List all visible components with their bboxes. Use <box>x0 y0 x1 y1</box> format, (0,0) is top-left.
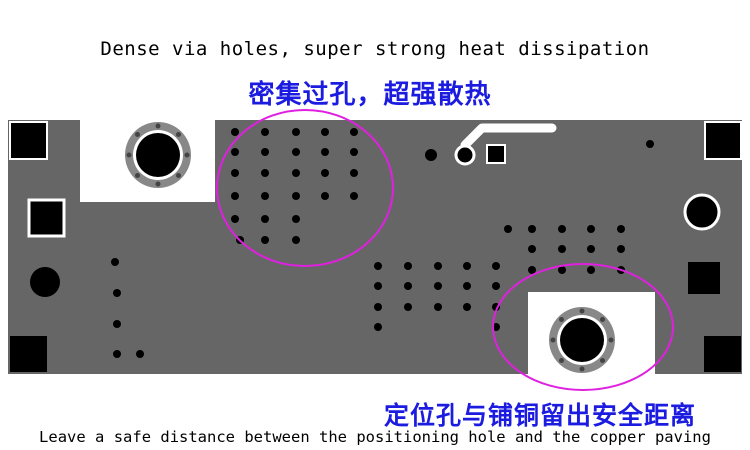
via-hole <box>558 266 566 274</box>
via-hole <box>617 245 625 253</box>
via-hole <box>528 245 536 253</box>
ring-via <box>600 316 606 322</box>
via-hole <box>350 128 358 136</box>
via-hole <box>434 262 442 270</box>
via-hole <box>231 192 239 200</box>
via-hole <box>617 225 625 233</box>
via-hole <box>261 128 269 136</box>
via-hole <box>587 245 595 253</box>
caption-dense-vias-cn: 密集过孔，超强散热 <box>248 80 492 110</box>
via-hole <box>321 169 329 177</box>
ring-via <box>608 337 614 343</box>
via-hole <box>492 282 500 290</box>
via-hole <box>292 192 300 200</box>
copper-pour <box>8 120 742 374</box>
via-array <box>111 128 654 358</box>
via-hole <box>558 245 566 253</box>
square-pad-left <box>27 198 66 238</box>
via-hole <box>587 266 595 274</box>
via-hole <box>350 148 358 156</box>
via-hole <box>504 225 512 233</box>
round-pad-right <box>683 193 721 231</box>
via-hole <box>292 169 300 177</box>
via-hole <box>113 320 121 328</box>
caption-safe-distance-en: Leave a safe distance between the positi… <box>39 428 711 446</box>
via-hole <box>231 148 239 156</box>
via-hole <box>350 192 358 200</box>
positioning-hole-top <box>125 122 191 188</box>
ring-via <box>176 131 182 137</box>
via-hole <box>292 215 300 223</box>
via-hole <box>558 225 566 233</box>
via-hole <box>492 262 500 270</box>
ring-via <box>184 152 190 158</box>
ring-via <box>155 181 161 187</box>
positioning-hole-bottom <box>549 307 615 373</box>
ring-via <box>155 123 161 129</box>
via-hole <box>261 215 269 223</box>
ring-via <box>126 152 132 158</box>
ring-via <box>134 131 140 137</box>
via-hole <box>231 128 239 136</box>
via-hole <box>404 303 412 311</box>
via-hole <box>321 192 329 200</box>
via-hole <box>404 282 412 290</box>
via-hole <box>434 282 442 290</box>
ring-via <box>550 337 556 343</box>
via-hole <box>374 282 382 290</box>
via-hole <box>261 192 269 200</box>
via-hole <box>404 262 412 270</box>
via-hole <box>463 303 471 311</box>
ring-via <box>134 173 140 179</box>
ring-via <box>176 173 182 179</box>
via-hole <box>528 266 536 274</box>
small-square-pad <box>486 144 506 164</box>
via-hole <box>463 282 471 290</box>
via-hole <box>113 350 121 358</box>
ring-via <box>579 308 585 314</box>
via-hole <box>374 303 382 311</box>
via-hole <box>136 350 144 358</box>
via-hole <box>231 169 239 177</box>
via-hole <box>350 169 358 177</box>
ring-via <box>579 366 585 372</box>
corner-pads <box>9 121 742 372</box>
via-hole <box>321 128 329 136</box>
caption-safe-distance-cn: 定位孔与铺铜留出安全距离 <box>383 401 696 430</box>
via-hole <box>321 148 329 156</box>
via-hole <box>111 258 119 266</box>
via-hole <box>434 303 442 311</box>
via-trace-end <box>454 144 476 166</box>
ring-via <box>558 358 564 364</box>
via-hole <box>374 262 382 270</box>
via-hole <box>528 225 536 233</box>
via-hole <box>231 215 239 223</box>
round-pad-left <box>30 267 60 297</box>
via-hole <box>463 262 471 270</box>
via-hole <box>374 323 382 331</box>
via-hole <box>646 140 654 148</box>
caption-dense-vias-en: Dense via holes, super strong heat dissi… <box>100 38 650 60</box>
ring-via <box>600 358 606 364</box>
via-hole <box>261 148 269 156</box>
via-hole <box>261 236 269 244</box>
via-hole <box>292 148 300 156</box>
ring-via <box>558 316 564 322</box>
highlight-dense-vias <box>216 109 394 267</box>
via-hole <box>261 169 269 177</box>
via-hole <box>587 225 595 233</box>
highlight-positioning-hole <box>492 263 674 391</box>
via-hole <box>113 289 121 297</box>
via-hole <box>292 236 300 244</box>
via-single <box>425 149 437 161</box>
via-hole <box>292 128 300 136</box>
